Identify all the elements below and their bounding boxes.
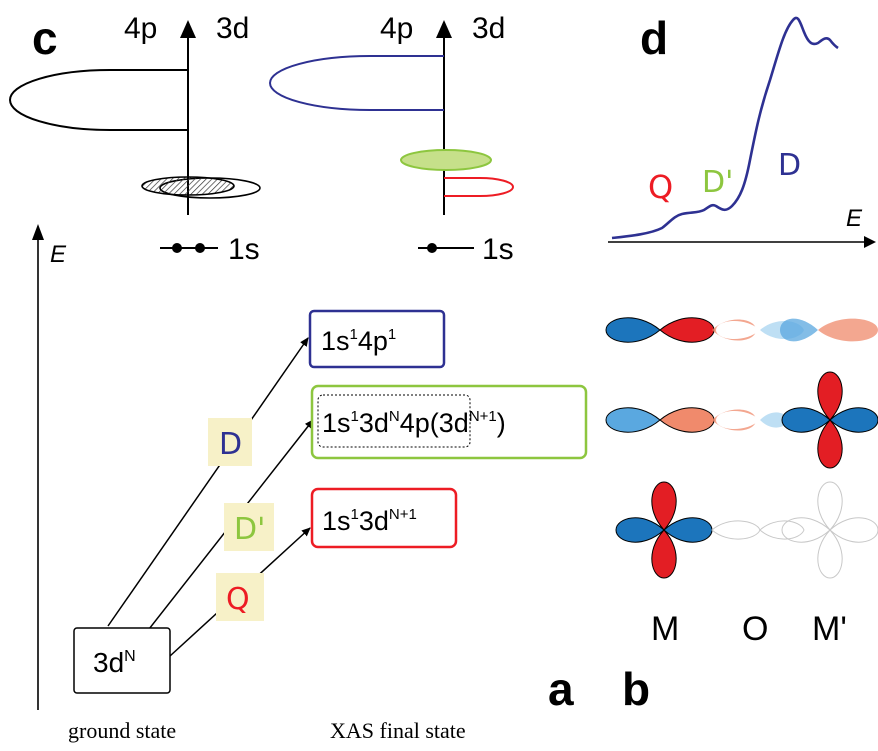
mprime-p-orbital — [780, 318, 878, 342]
xas-spectrum: E Q D' D — [608, 16, 876, 248]
right-axis-arrowhead — [436, 20, 452, 38]
transition-label-d-bg — [208, 418, 252, 466]
left-4p-band — [9, 69, 188, 131]
left-axis-arrowhead — [180, 20, 196, 38]
final-state-4p-box — [308, 309, 446, 369]
left-1s-label: 1s — [228, 233, 260, 266]
transition-label-q: Q — [226, 582, 250, 617]
right-3d-label: 3d — [472, 12, 505, 45]
final-orbital-diagram: 4p 3d 1s — [269, 12, 514, 266]
left-3d-band-hatched — [141, 176, 235, 196]
atom-label-m: M — [651, 610, 679, 648]
spectrum-label-d: D — [778, 148, 801, 183]
final-state-3d-4p-dashed — [317, 394, 471, 448]
mprime-d-orbital — [781, 371, 878, 469]
m-p-orbital — [605, 317, 715, 343]
orbital-row-2 — [605, 371, 878, 469]
spectrum-curve — [611, 16, 839, 240]
final-state-3d-4p-config: 1s13dN4p(3dN+1) — [322, 408, 506, 438]
energy-axis-arrowhead — [32, 224, 44, 240]
right-1s-label: 1s — [482, 233, 514, 266]
right-1s-electron — [427, 243, 437, 253]
orbital-row-1 — [605, 317, 878, 343]
m-p-orbital-light — [605, 407, 715, 433]
left-3d-label: 3d — [216, 12, 249, 45]
spectrum-axis-label: E — [846, 205, 863, 232]
right-green-band — [400, 149, 492, 171]
panel-label-c: c — [32, 12, 58, 64]
left-1s-electron-2 — [195, 243, 205, 253]
left-1s-electron-1 — [172, 243, 182, 253]
final-state-3d-config: 1s13dN+1 — [322, 506, 417, 536]
atom-label-o: O — [742, 610, 768, 648]
orbital-row-3 — [615, 481, 878, 579]
left-4p-label: 4p — [124, 12, 157, 45]
transition-label-q-bg — [216, 573, 264, 621]
ground-state-config: 3dN — [93, 647, 136, 678]
spectrum-axis-arrowhead — [864, 236, 876, 248]
final-state-3d-box — [310, 487, 458, 549]
panel-label-a: a — [548, 663, 574, 715]
transition-label-dprime-bg — [224, 503, 274, 551]
right-red-band — [444, 177, 514, 197]
m-d-orbital — [615, 481, 713, 579]
mprime-orbital-faded — [781, 481, 878, 579]
o-orbital-faded — [711, 520, 805, 540]
transition-label-d: D — [219, 427, 242, 462]
final-state-3d-4p-box — [310, 384, 588, 460]
caption-ground-state: ground state — [68, 718, 176, 743]
arrow-to-4p — [107, 337, 309, 627]
o-p-orbital-2 — [712, 409, 788, 431]
caption-final-state: XAS final state — [330, 718, 466, 743]
right-4p-band — [269, 55, 444, 111]
right-4p-label: 4p — [380, 12, 413, 45]
final-state-4p-config: 1s14p1 — [321, 326, 396, 356]
panel-label-b: b — [622, 663, 650, 715]
atom-label-mprime: M' — [812, 610, 847, 648]
spectrum-label-q: Q — [648, 168, 673, 206]
panel-label-d: d — [640, 12, 668, 64]
energy-axis: E — [32, 224, 67, 710]
spectrum-label-dprime: D' — [702, 165, 733, 200]
ground-orbital-diagram: 4p 3d 1s — [9, 12, 261, 266]
ground-state-box — [73, 627, 171, 694]
transition-label-dprime: D' — [234, 512, 265, 547]
energy-axis-label: E — [50, 241, 67, 268]
